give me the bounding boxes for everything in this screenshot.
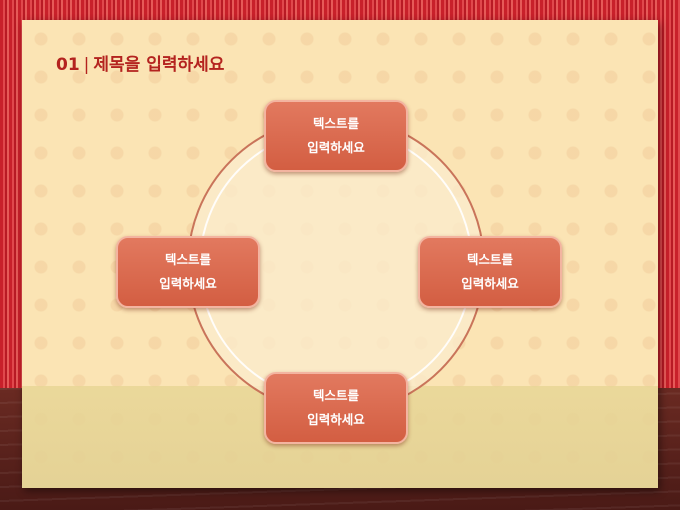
slide-card: 01|제목을 입력하세요 텍스트를 입력하세요 텍스트를 입력하세요 텍스트를 …	[22, 20, 658, 488]
node-text-line2: 입력하세요	[159, 276, 217, 291]
cycle-node-right[interactable]: 텍스트를 입력하세요	[418, 236, 562, 308]
node-text-line1: 텍스트를	[466, 252, 513, 267]
title-text: 제목을 입력하세요	[93, 55, 225, 75]
slide-title: 01|제목을 입력하세요	[56, 50, 224, 75]
cycle-node-bottom[interactable]: 텍스트를 입력하세요	[264, 372, 408, 444]
node-text-line1: 텍스트를	[312, 116, 359, 131]
node-text-line1: 텍스트를	[164, 252, 211, 267]
node-text-line1: 텍스트를	[312, 388, 359, 403]
node-text-line2: 입력하세요	[307, 412, 365, 427]
node-text-line2: 입력하세요	[307, 140, 365, 155]
node-text-line2: 입력하세요	[461, 276, 519, 291]
title-number: 01	[56, 55, 80, 75]
cycle-node-top[interactable]: 텍스트를 입력하세요	[264, 100, 408, 172]
cycle-node-left[interactable]: 텍스트를 입력하세요	[116, 236, 260, 308]
title-separator: |	[83, 55, 90, 75]
